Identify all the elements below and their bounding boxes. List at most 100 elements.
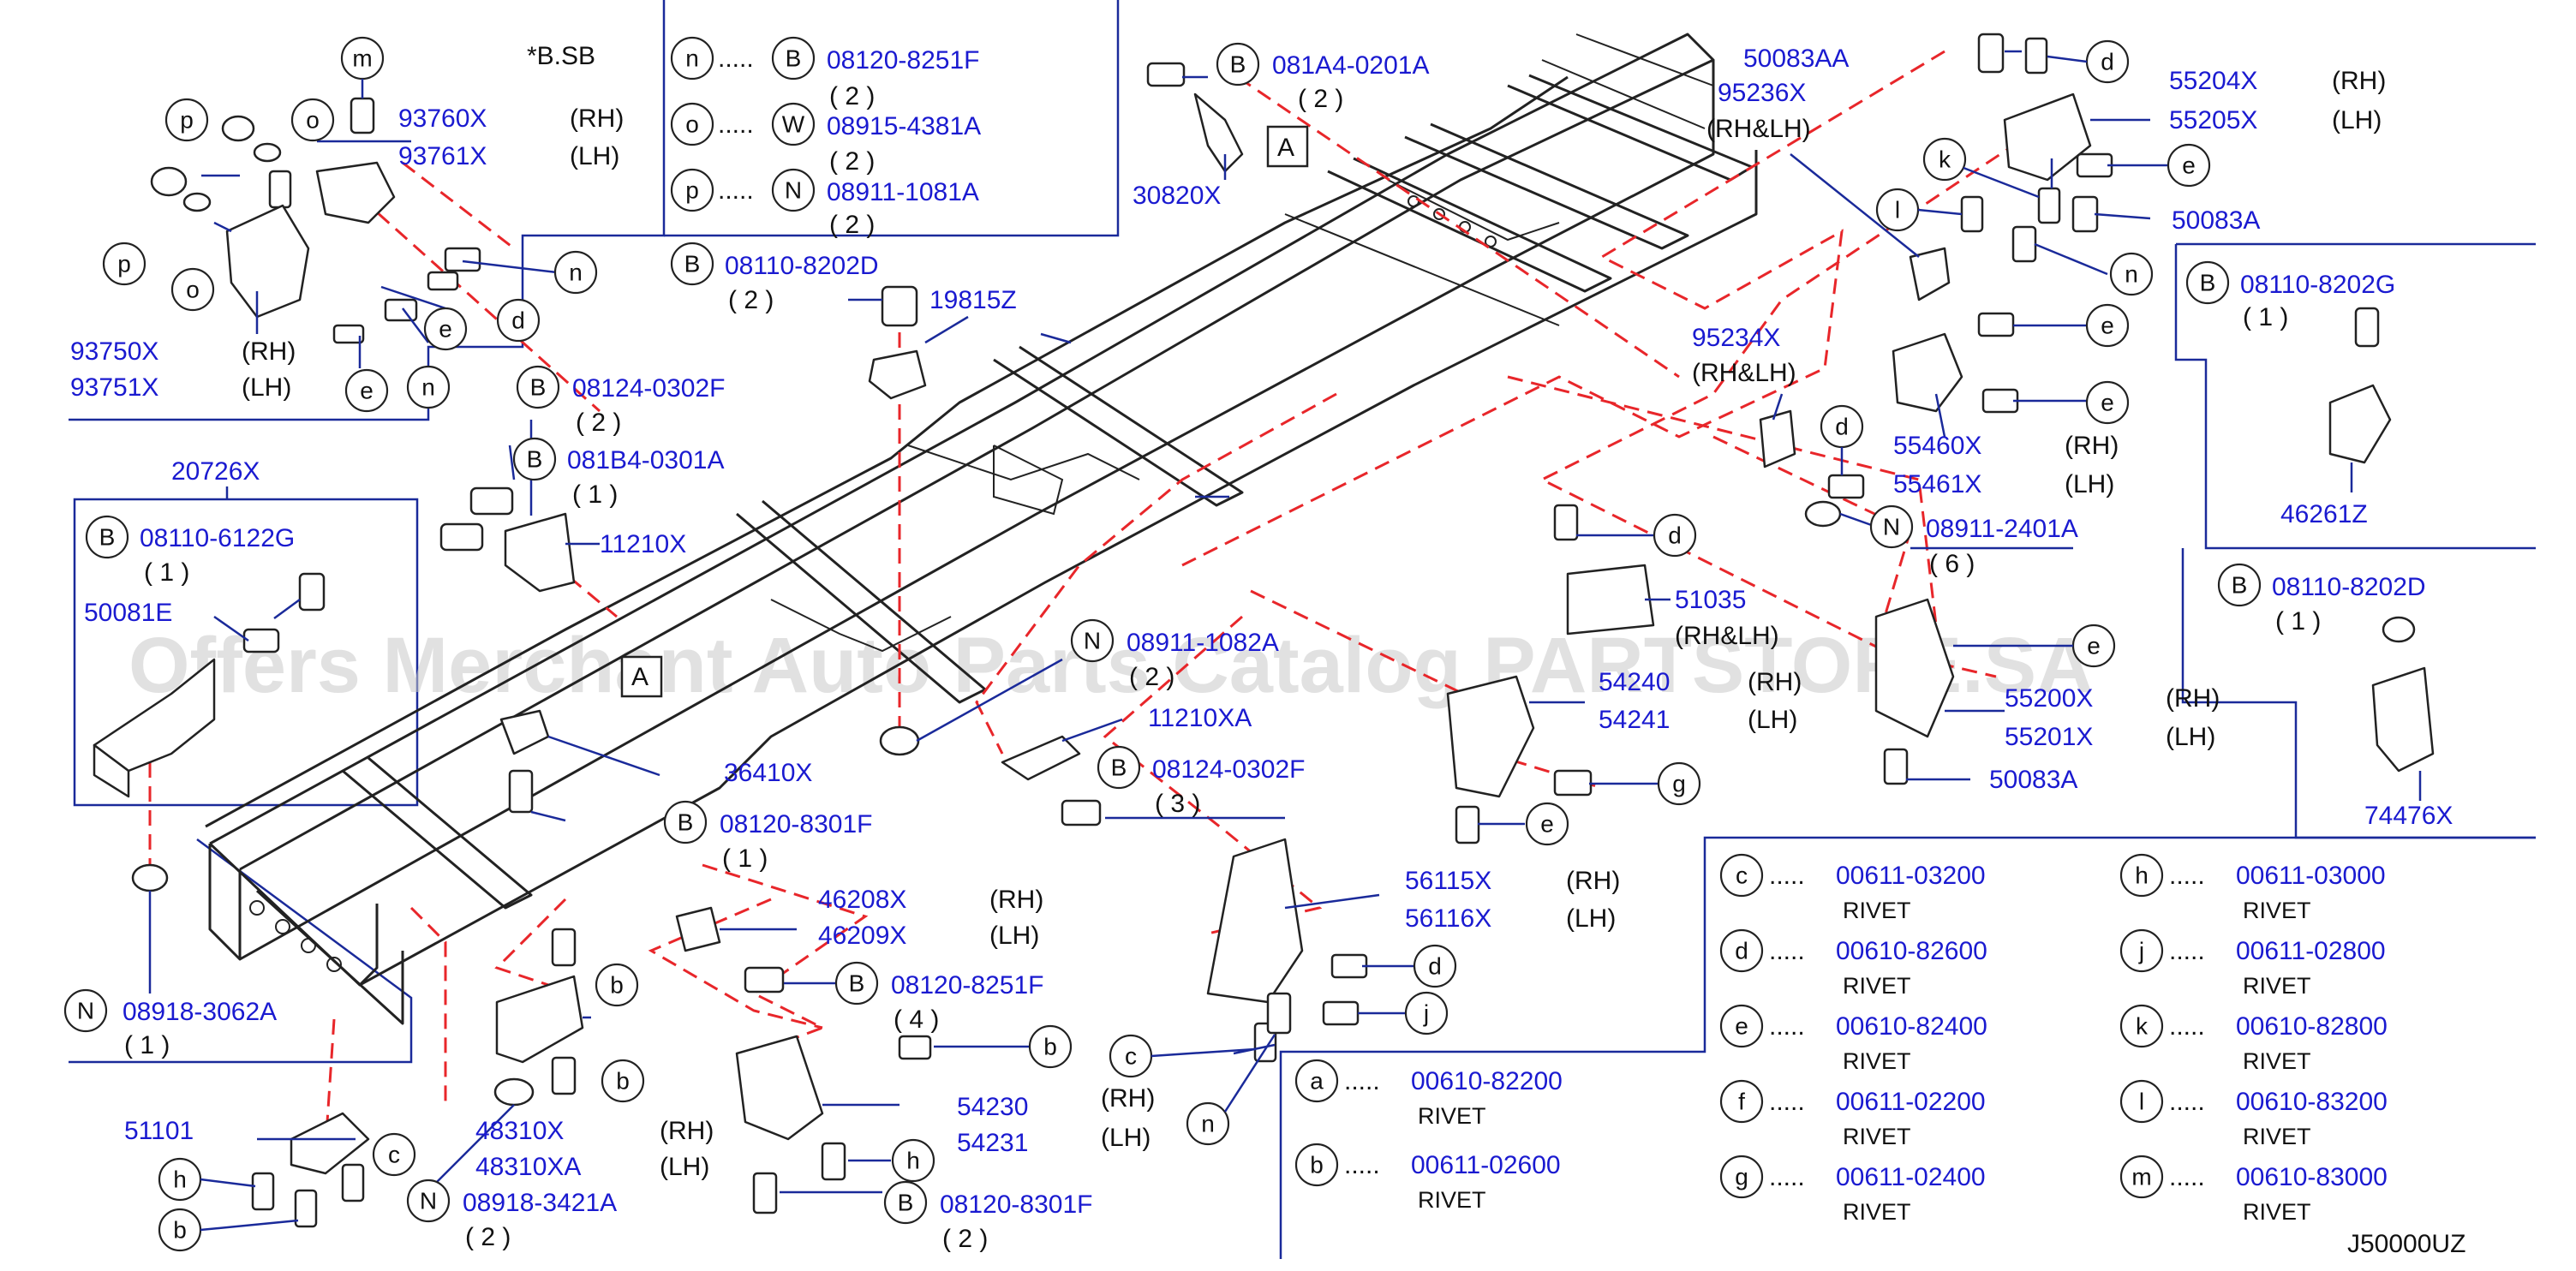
svg-text:B: B bbox=[2232, 572, 2248, 599]
part-20726x[interactable]: 20726X bbox=[171, 457, 260, 486]
part-46209x[interactable]: 46209X bbox=[818, 922, 906, 950]
part-55200x[interactable]: 55200X bbox=[2005, 684, 2093, 713]
part-50083aa[interactable]: 50083AA bbox=[1743, 45, 1849, 73]
part-51035[interactable]: 51035 bbox=[1675, 586, 1746, 614]
part-11210xa[interactable]: 11210XA bbox=[1148, 704, 1252, 732]
rivet-part-d[interactable]: 00610-82600 bbox=[1836, 937, 1987, 965]
bracket-51101-glyph bbox=[290, 1112, 370, 1175]
rivet-part-c[interactable]: 00611-03200 bbox=[1836, 862, 1986, 890]
bracket-56115x-glyph bbox=[1206, 838, 1304, 1004]
group-11210x: B 08124-0302F ( 2 ) B 081B4-0301A ( 1 ) … bbox=[512, 365, 725, 558]
front-crossmember bbox=[208, 842, 379, 987]
part-081a4-0201a[interactable]: 081A4-0201A bbox=[1272, 51, 1430, 80]
rivet-part-f[interactable]: 00611-02200 bbox=[1836, 1088, 1986, 1116]
part-46261z[interactable]: 46261Z bbox=[2280, 500, 2368, 528]
rivet-part-k[interactable]: 00610-82800 bbox=[2236, 1012, 2388, 1041]
part-08124-0302f-3[interactable]: 08124-0302F bbox=[1152, 755, 1305, 784]
rivet-part-j[interactable]: 00611-02800 bbox=[2236, 937, 2386, 965]
rivet-part-l[interactable]: 00610-83200 bbox=[2236, 1088, 2388, 1116]
rivet-part-m[interactable]: 00610-83000 bbox=[2236, 1163, 2388, 1191]
svg-text:j: j bbox=[1423, 1000, 1429, 1027]
rivet-part-g[interactable]: 00611-02400 bbox=[1836, 1163, 1986, 1191]
rear-cross-line bbox=[1541, 59, 1706, 129]
part-50083a[interactable]: 50083A bbox=[2172, 206, 2260, 235]
part-11210x[interactable]: 11210X bbox=[600, 530, 686, 558]
callout-e-54240 bbox=[1525, 802, 1569, 846]
rivet-part-e[interactable]: 00610-82400 bbox=[1836, 1012, 1987, 1041]
part-55460x[interactable]: 55460X bbox=[1893, 432, 1981, 460]
rivet-callout-a bbox=[1294, 1059, 1339, 1103]
callout-d-51035 bbox=[1653, 513, 1697, 558]
svg-text:e: e bbox=[2101, 313, 2114, 339]
svg-text:b: b bbox=[610, 972, 624, 999]
svg-text:d: d bbox=[1835, 414, 1849, 440]
svg-text:(RH): (RH) bbox=[2332, 67, 2386, 95]
part-08911-1081a[interactable]: 08911-1081A bbox=[827, 178, 979, 206]
part-95236x[interactable]: 95236X bbox=[1718, 79, 1806, 107]
svg-text:d: d bbox=[2101, 49, 2114, 75]
part-93751x[interactable]: 93751X bbox=[70, 373, 158, 402]
part-93761x[interactable]: 93761X bbox=[398, 142, 487, 170]
part-50081e[interactable]: 50081E bbox=[84, 599, 172, 627]
part-08110-8202d[interactable]: 08110-8202D bbox=[725, 252, 879, 280]
svg-text:N: N bbox=[1883, 514, 1900, 540]
rivet-e4-glyph bbox=[2076, 152, 2113, 178]
part-08918-3062a[interactable]: 08918-3062A bbox=[123, 998, 277, 1026]
part-08120-8251f-4[interactable]: 08120-8251F bbox=[891, 971, 1043, 999]
border-callout-nop bbox=[664, 0, 1120, 237]
part-55461x[interactable]: 55461X bbox=[1893, 470, 1981, 498]
part-08120-8251f[interactable]: 08120-8251F bbox=[827, 46, 979, 75]
bolt-08120-8301f-glyph bbox=[508, 769, 534, 814]
part-08918-3421a[interactable]: 08918-3421A bbox=[463, 1189, 617, 1217]
part-46208x[interactable]: 46208X bbox=[818, 886, 906, 914]
part-48310x[interactable]: 48310X bbox=[475, 1117, 564, 1145]
part-95234x[interactable]: 95234X bbox=[1692, 324, 1780, 352]
part-48310xa[interactable]: 48310XA bbox=[475, 1153, 581, 1181]
part-55205x[interactable]: 55205X bbox=[2169, 106, 2257, 134]
part-50083a-2[interactable]: 50083A bbox=[1989, 766, 2077, 794]
svg-text:d: d bbox=[511, 307, 525, 334]
part-08120-8301f-2[interactable]: 08120-8301F bbox=[940, 1190, 1092, 1219]
part-55201x[interactable]: 55201X bbox=[2005, 723, 2093, 751]
part-54241[interactable]: 54241 bbox=[1599, 706, 1670, 734]
bolt-50083aa-glyph bbox=[1977, 33, 2005, 74]
part-74476x[interactable]: 74476X bbox=[2364, 802, 2453, 830]
part-08110-6122g[interactable]: 08110-6122G bbox=[140, 524, 295, 552]
part-19815z[interactable]: 19815Z bbox=[929, 286, 1017, 314]
part-93760x[interactable]: 93760X bbox=[398, 104, 487, 133]
rivet-part-h[interactable]: 00611-03000 bbox=[2236, 862, 2386, 890]
part-93750x[interactable]: 93750X bbox=[70, 337, 158, 366]
part-08120-8301f[interactable]: 08120-8301F bbox=[720, 810, 872, 838]
part-08110-8202d-2[interactable]: 08110-8202D bbox=[2272, 573, 2426, 601]
svg-text:e: e bbox=[360, 378, 374, 404]
part-55204x[interactable]: 55204X bbox=[2169, 67, 2257, 95]
callout-e bbox=[423, 307, 468, 351]
part-08911-1082a[interactable]: 08911-1082A bbox=[1127, 629, 1279, 657]
bolt-08120-8301f-2-glyph bbox=[752, 1172, 778, 1214]
part-08911-2401a[interactable]: 08911-2401A bbox=[1926, 515, 2078, 543]
group-56115x: 56115X (RH) 56116X (LH) d j c (RH) (LH) … bbox=[1101, 867, 1620, 1152]
rivet-callout-h bbox=[2119, 853, 2164, 898]
part-56115x[interactable]: 56115X bbox=[1405, 867, 1491, 895]
rivet-part-a[interactable]: 00610-82200 bbox=[1411, 1067, 1563, 1095]
callout-p bbox=[164, 98, 209, 142]
rivet-d4-glyph bbox=[2024, 37, 2048, 75]
part-36410x[interactable]: 36410X bbox=[724, 759, 812, 787]
callout-n-08911-2401a bbox=[1869, 504, 1914, 549]
part-51101[interactable]: 51101 bbox=[124, 1117, 194, 1145]
part-54230[interactable]: 54230 bbox=[957, 1093, 1028, 1121]
part-08110-8202g[interactable]: 08110-8202G bbox=[2240, 271, 2395, 299]
rivet-part-b[interactable]: 00611-02600 bbox=[1411, 1151, 1561, 1179]
part-54240[interactable]: 54240 bbox=[1599, 668, 1670, 696]
part-56116x[interactable]: 56116X bbox=[1405, 904, 1491, 933]
part-08124-0302f[interactable]: 08124-0302F bbox=[572, 374, 725, 403]
rivet-h-glyph bbox=[251, 1172, 275, 1211]
part-08915-4381a[interactable]: 08915-4381A bbox=[827, 112, 981, 140]
rivet-e3-glyph bbox=[1455, 805, 1480, 844]
part-54231[interactable]: 54231 bbox=[957, 1129, 1028, 1157]
part-30820x[interactable]: 30820X bbox=[1133, 182, 1221, 210]
svg-text:( 1 ): ( 1 ) bbox=[124, 1031, 170, 1059]
crossmember-1 bbox=[342, 756, 533, 910]
part-081b4-0301a[interactable]: 081B4-0301A bbox=[567, 446, 725, 474]
rivet-table: a.....00610-82200RIVETb.....00611-02600R… bbox=[1294, 853, 2388, 1225]
